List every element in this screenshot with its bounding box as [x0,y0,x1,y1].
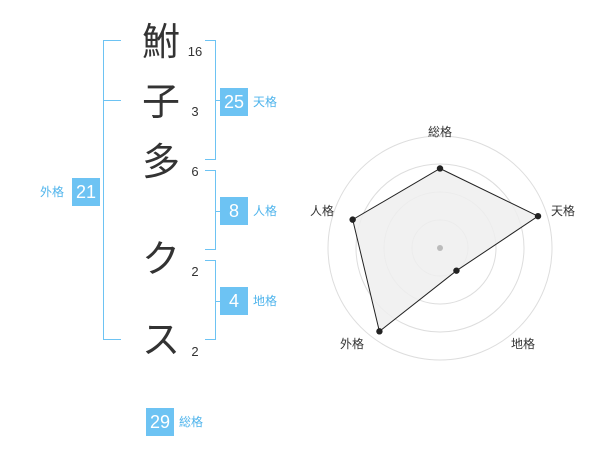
stroke-count-5: 2 [191,344,199,359]
radar-label-soukaku: 総格 [428,125,453,139]
radar-point-3 [376,328,383,335]
jinkaku-bracket [205,170,216,250]
radar-point-0 [436,165,444,172]
jinkaku-badge: 8 [220,197,248,225]
stroke-count-1: 16 [187,44,203,59]
name-char-5: ス [141,318,180,362]
tenkaku-label: 天格 [253,95,278,109]
radar-label-jinkaku: 人格 [310,204,335,218]
radar-ring [327,135,553,361]
name-char-3: 多 [141,140,180,184]
name-char-1: 鮒 [141,20,180,64]
gaikaku-label: 外格 [40,185,65,199]
chikaku-connector [215,301,221,302]
name-char-4: ク [141,237,180,281]
jinkaku-connector [215,211,221,212]
radar-label-chikaku: 地格 [511,337,536,351]
jinkaku-label: 人格 [253,204,278,218]
chikaku-label: 地格 [253,294,278,308]
radar-point-1 [534,212,542,220]
tenkaku-connector [215,100,221,101]
radar-ring [355,163,525,333]
soukaku-badge: 29 [146,408,174,436]
gaikaku-bracket [103,40,121,340]
radar-point-2 [453,267,460,274]
stroke-count-2: 3 [191,104,199,119]
gaikaku-badge: 21 [72,178,100,206]
radar-polygon [352,167,540,333]
radar-point-4 [349,216,356,223]
radar-label-gaikaku: 外格 [340,337,365,351]
radar-center-dot [437,245,443,251]
soukaku-label: 総格 [179,415,204,429]
chikaku-bracket [205,260,216,340]
radar-label-tenkaku: 天格 [551,204,576,218]
gaikaku-bracket-tick [103,100,121,101]
stroke-count-4: 2 [191,264,199,279]
tenkaku-badge: 25 [220,88,248,116]
name-char-2: 子 [141,80,180,124]
stroke-count-3: 6 [191,164,199,179]
chikaku-badge: 4 [220,287,248,315]
